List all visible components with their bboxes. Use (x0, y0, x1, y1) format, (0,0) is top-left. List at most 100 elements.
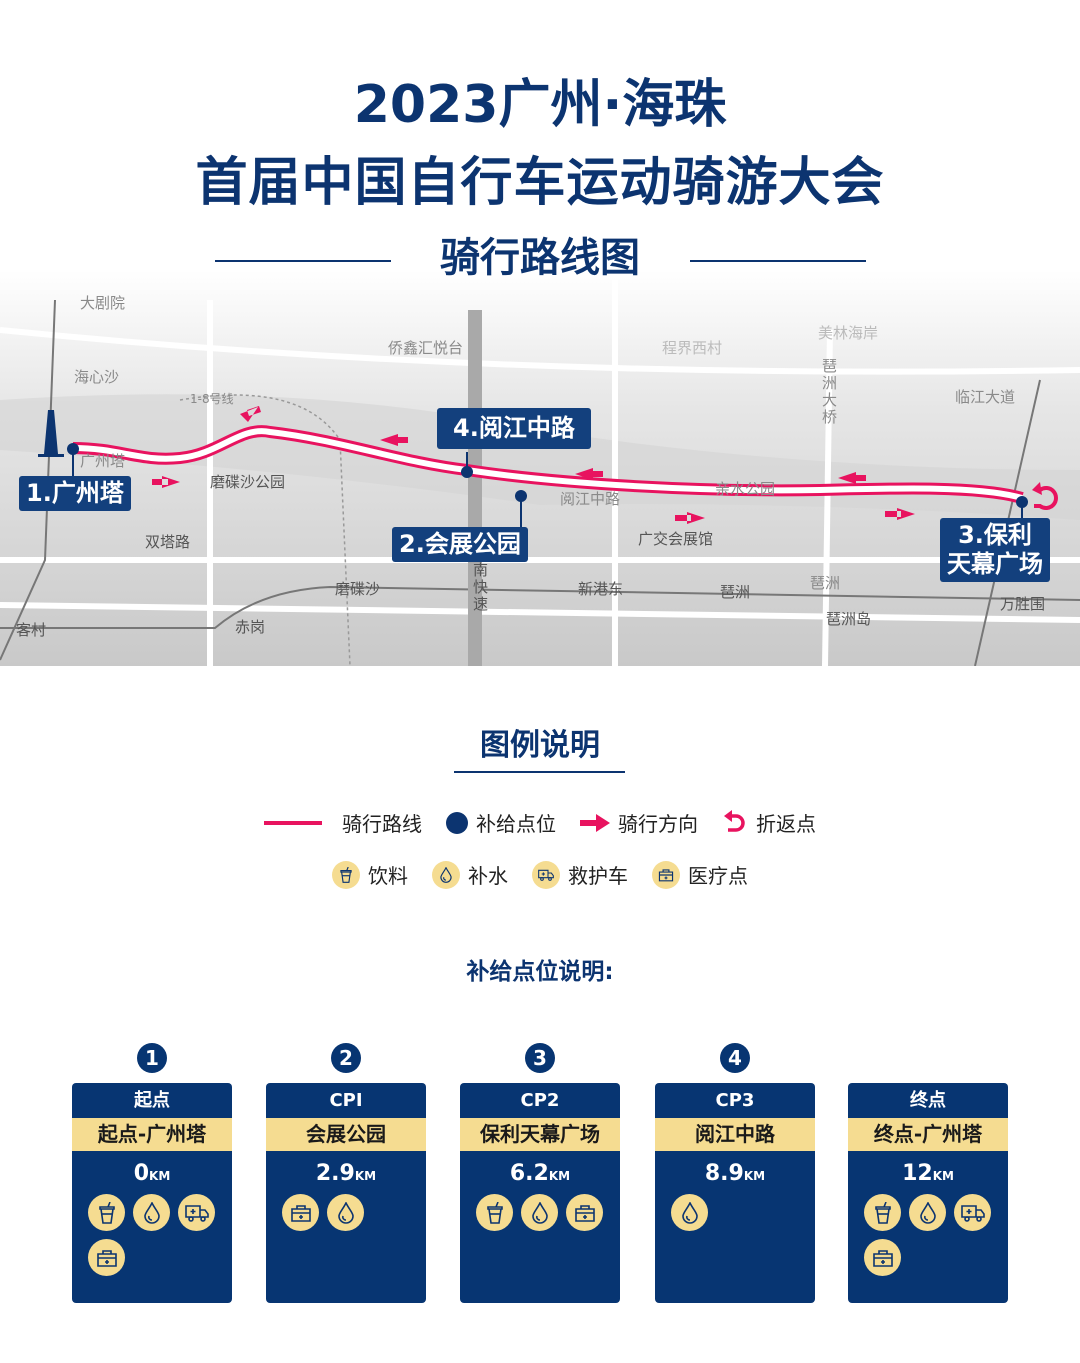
distance-unit: KM (743, 1169, 766, 1183)
legend-title: 图例说明 (480, 728, 600, 763)
supply-point-icon (446, 811, 468, 834)
checkpoint-card: CPI 会展公园 2.9KM (266, 1083, 426, 1303)
map-label: 琶洲大桥 (820, 358, 838, 426)
distance-value: 0 (133, 1161, 150, 1186)
legend-label: 饮料 (368, 864, 408, 888)
map-label: 琶洲 (720, 583, 751, 601)
checkpoint-name: 阅江中路 (655, 1118, 815, 1151)
legend-label: 骑行路线 (342, 812, 422, 836)
map-label: 阅江中路 (560, 490, 621, 508)
distance-unit: KM (149, 1169, 171, 1183)
checkpoint-number-badge: 1 (137, 1043, 167, 1073)
water-icon (909, 1194, 946, 1231)
map-label: 侨鑫汇悦台 (388, 339, 464, 357)
route-map-subtitle: 骑行路线图 (440, 235, 640, 281)
supply-section-title: 补给点位说明: (466, 959, 614, 985)
checkpoint-code: CP3 (715, 1090, 755, 1111)
legend-item: 折返点 (722, 808, 816, 837)
checkpoint-distance: 6.2KM (460, 1161, 620, 1186)
poster-title-line1: 2023广州·海珠 (353, 75, 727, 135)
legend-item: 骑行方向 (580, 808, 698, 837)
drink-icon (332, 860, 360, 889)
ambulance-icon (178, 1194, 215, 1231)
medical-icon (652, 860, 680, 889)
checkpoint-name: 终点-广州塔 (848, 1118, 1008, 1151)
map-label: 磨碟沙公园 (210, 473, 286, 491)
map-label: 1-8号线 (190, 392, 234, 406)
map-label: 临江大道 (955, 388, 1016, 406)
water-icon (432, 860, 460, 889)
medical-icon (566, 1194, 603, 1231)
legend-label: 救护车 (568, 864, 628, 888)
ambulance-icon (532, 860, 560, 889)
legend-item: 补水 (432, 860, 508, 889)
map-label: 双塔路 (145, 533, 191, 551)
supply-icons (655, 1194, 815, 1231)
checkpoint-card: 终点 终点-广州塔 12KM (848, 1083, 1008, 1303)
checkpoint-distance: 2.9KM (266, 1161, 426, 1186)
stop-tag-expo-park[interactable]: 2.会展公园 (392, 527, 528, 562)
map-label: 美林海岸 (818, 324, 879, 342)
checkpoint-name: 会展公园 (266, 1118, 426, 1151)
map-base (0, 270, 1080, 666)
legend-label: 折返点 (756, 812, 816, 836)
distance-value: 2.9 (315, 1161, 355, 1186)
legend-label: 补给点位 (476, 812, 556, 836)
supply-icons (72, 1194, 232, 1276)
ambulance-icon (954, 1194, 991, 1231)
checkpoint-number-badge: 2 (331, 1043, 361, 1073)
map-label: 海心沙 (74, 368, 120, 386)
distance-value: 6.2 (509, 1161, 549, 1186)
checkpoint-code: CP2 (520, 1090, 560, 1111)
route-line-icon (264, 820, 322, 825)
divider (690, 260, 866, 262)
water-icon (521, 1194, 558, 1231)
legend-row-supplies: 饮料 补水 救护车 医疗点 (0, 860, 1080, 889)
map-label: 新港东 (578, 580, 624, 598)
medical-icon (282, 1194, 319, 1231)
distance-unit: KM (548, 1169, 571, 1183)
divider (454, 771, 625, 773)
map-label: 程界西村 (662, 339, 723, 357)
drink-icon (88, 1194, 125, 1231)
checkpoint-distance: 12KM (848, 1161, 1008, 1186)
legend-item: 补给点位 (446, 808, 556, 837)
checkpoint-number-badge: 4 (720, 1043, 750, 1073)
checkpoint-code: 终点 (910, 1090, 946, 1111)
distance-value: 8.9 (704, 1161, 744, 1186)
distance-unit: KM (354, 1169, 377, 1183)
legend-label: 医疗点 (688, 864, 748, 888)
direction-arrow-icon (580, 813, 610, 832)
checkpoint-card: CP3 阅江中路 8.9KM (655, 1083, 815, 1303)
stop-tag-guangzhou-tower[interactable]: 1.广州塔 (19, 476, 131, 511)
legend-item: 救护车 (532, 860, 628, 889)
drink-icon (476, 1194, 513, 1231)
stop-tag-poly-plaza[interactable]: 3.保利 天幕广场 (940, 518, 1050, 582)
map-label: 广交会展馆 (638, 530, 714, 548)
checkpoint-number-badge: 3 (525, 1043, 555, 1073)
supply-icons (848, 1194, 1008, 1276)
map-label: 客村 (16, 621, 47, 639)
legend-label: 骑行方向 (618, 812, 698, 836)
map-label: 磨碟沙 (335, 580, 381, 598)
legend-label: 补水 (468, 864, 508, 888)
map-label: 万胜围 (1000, 595, 1046, 613)
water-icon (133, 1194, 170, 1231)
supply-icons (460, 1194, 620, 1231)
divider (215, 260, 391, 262)
u-turn-icon (724, 809, 745, 832)
map-label: 南快速 (471, 562, 489, 613)
water-icon (671, 1194, 708, 1231)
route-map[interactable]: 大剧院 侨鑫汇悦台 海心沙 1-8号线 广州塔 磨碟沙公园 双塔路 磨碟沙 赤岗… (0, 270, 1080, 666)
checkpoint-code: 起点 (134, 1090, 170, 1111)
legend-item: 饮料 (332, 860, 408, 889)
stop-tag-yuejiang-road[interactable]: 4.阅江中路 (437, 408, 591, 449)
legend-item: 医疗点 (652, 860, 748, 889)
checkpoint-name: 保利天幕广场 (460, 1118, 620, 1151)
checkpoint-distance: 8.9KM (655, 1161, 815, 1186)
medical-icon (88, 1239, 125, 1276)
drink-icon (864, 1194, 901, 1231)
checkpoint-card: 起点 起点-广州塔 0KM (72, 1083, 232, 1303)
checkpoint-card: CP2 保利天幕广场 6.2KM (460, 1083, 620, 1303)
map-label: 大剧院 (80, 294, 126, 312)
